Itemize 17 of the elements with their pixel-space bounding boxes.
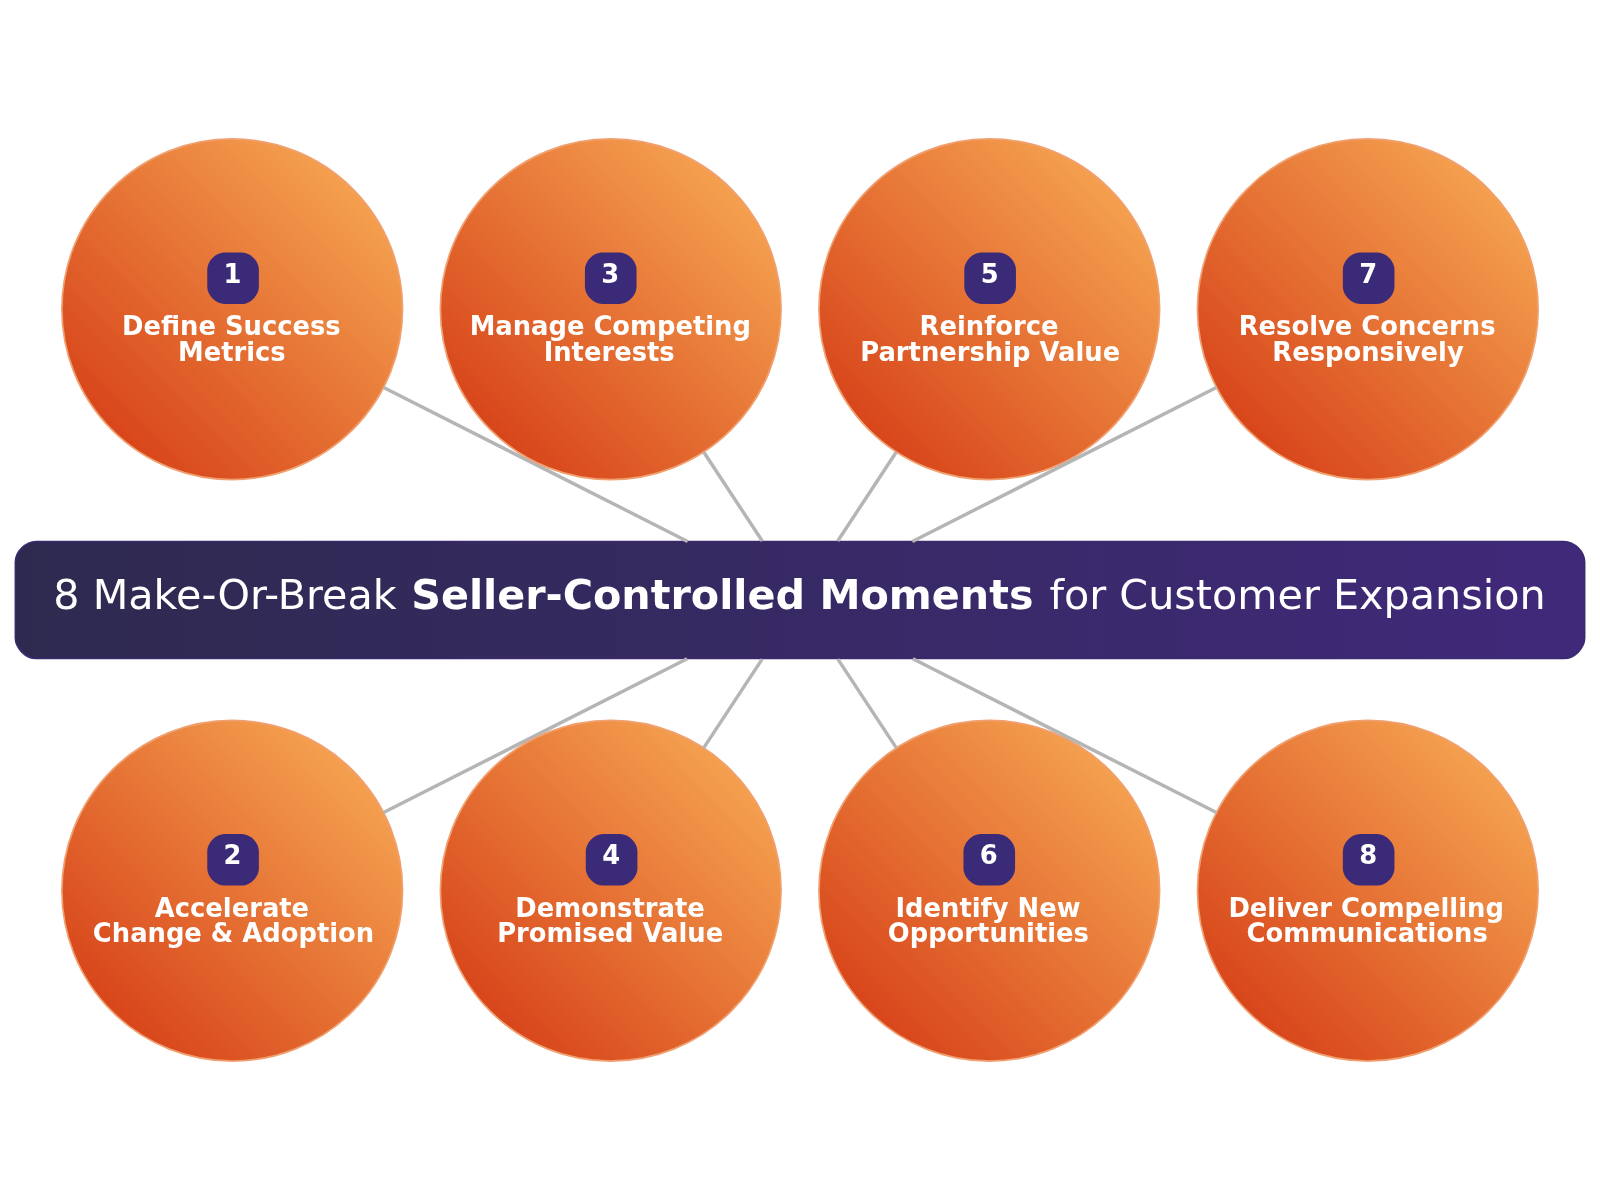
connector [702, 451, 764, 542]
node-circle: 7 Resolve Concerns Responsively [1196, 138, 1539, 481]
connector [382, 386, 689, 543]
node-circle: 8 Deliver Compelling Communications [1196, 719, 1539, 1062]
node-circle: 2 Accelerate Change & Adoption [61, 719, 404, 1062]
connector [382, 657, 688, 814]
node-circle: 4 Demonstrate Promised Value [439, 719, 782, 1062]
node-circle: 5 Reinforce Partnership Value [818, 138, 1161, 481]
connector [702, 658, 764, 749]
node-box: 8 Make-Or-Break Seller-Controlled Moments for Customer Expansion [14, 540, 1586, 660]
connector [836, 658, 898, 749]
node-circle: 1 Define Success Metrics [61, 138, 404, 481]
node-circle: 6 Identify New Opportunities [818, 719, 1161, 1062]
node-circle: 3 Manage Competing Interests [439, 138, 782, 481]
connector [911, 386, 1218, 543]
connector [912, 657, 1218, 814]
connector [836, 451, 898, 542]
